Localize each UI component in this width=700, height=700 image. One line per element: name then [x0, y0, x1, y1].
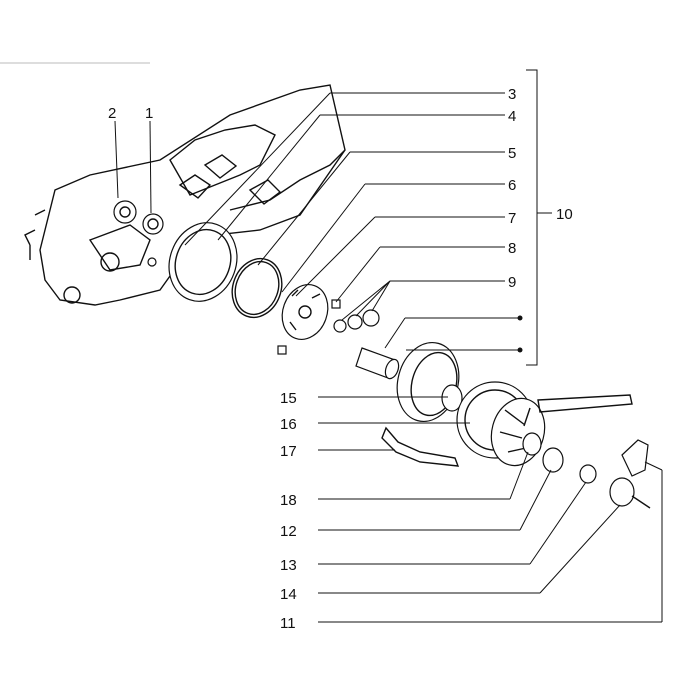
label-15: 15: [280, 390, 297, 407]
belt-upper: [537, 394, 633, 413]
small-bolt: [147, 257, 157, 267]
label-7: 7: [508, 210, 516, 227]
part-2-gear: [113, 200, 137, 224]
part-17-belt: [381, 426, 460, 467]
crankcase-part: [24, 84, 346, 306]
label-3: 3: [508, 86, 516, 103]
label-1: 1: [145, 105, 153, 122]
part-11-gasket: [621, 439, 649, 477]
label-12: 12: [280, 523, 297, 540]
label-6: 6: [508, 177, 516, 194]
part-9-rollers: [333, 309, 380, 333]
part-14-shaft: [609, 477, 651, 509]
label-11: 11: [280, 615, 296, 632]
bushing-part: [355, 347, 400, 380]
part-4-ring: [231, 257, 283, 319]
label-17: 17: [280, 443, 297, 460]
part-6-ramp-plate: [281, 284, 329, 340]
label-4: 4: [508, 108, 516, 125]
part-12-washer: [522, 432, 542, 456]
part-15-washer: [441, 384, 463, 412]
label-8: 8: [508, 240, 516, 257]
label-14: 14: [280, 586, 297, 603]
part-7-slider: [331, 299, 341, 309]
part-13-spacer: [579, 464, 597, 484]
part-1-bearing: [142, 213, 164, 235]
label-13: 13: [280, 557, 297, 574]
part-3-cover-plate: [168, 222, 238, 302]
part-12-bearing: [542, 447, 564, 473]
leader-lines: [114, 69, 663, 623]
label-5: 5: [508, 145, 516, 162]
label-9: 9: [508, 274, 516, 291]
label-10: 10: [556, 206, 573, 223]
label-16: 16: [280, 416, 297, 433]
part-7-slider-b: [277, 345, 287, 355]
label-2: 2: [108, 105, 116, 122]
label-18: 18: [280, 492, 297, 509]
